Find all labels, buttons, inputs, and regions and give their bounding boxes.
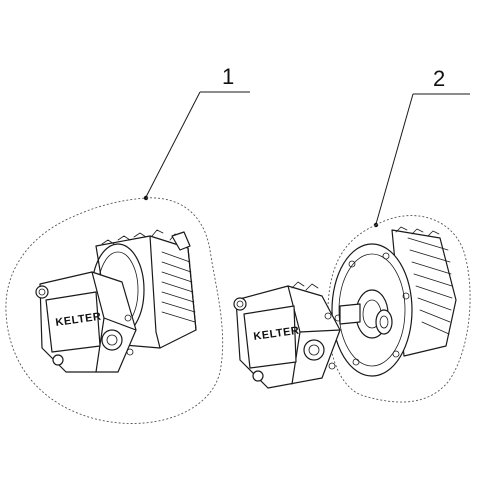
callout-1-label: 1 — [222, 64, 234, 89]
callout-2: 2 — [373, 66, 470, 228]
assembly-1: KELTER — [35, 229, 197, 373]
assembly-2-shaft — [339, 303, 361, 325]
assembly-2-brand-plate — [243, 305, 297, 369]
assembly-2-gearbox: KELTER — [233, 281, 341, 389]
assembly-1-brand-plate — [45, 291, 101, 353]
callout-2-label: 2 — [433, 66, 445, 91]
group-1-boundary — [5, 197, 224, 424]
callout-1: 1 — [143, 64, 250, 201]
callout-1-leader-line — [145, 91, 201, 198]
callout-2-leader-line — [375, 93, 414, 225]
assembly-1-gearbox: KELTER — [35, 271, 137, 373]
group-2-boundary — [327, 215, 471, 403]
assembly-2-motor — [331, 226, 457, 377]
assembly-2: KELTER — [233, 226, 457, 389]
